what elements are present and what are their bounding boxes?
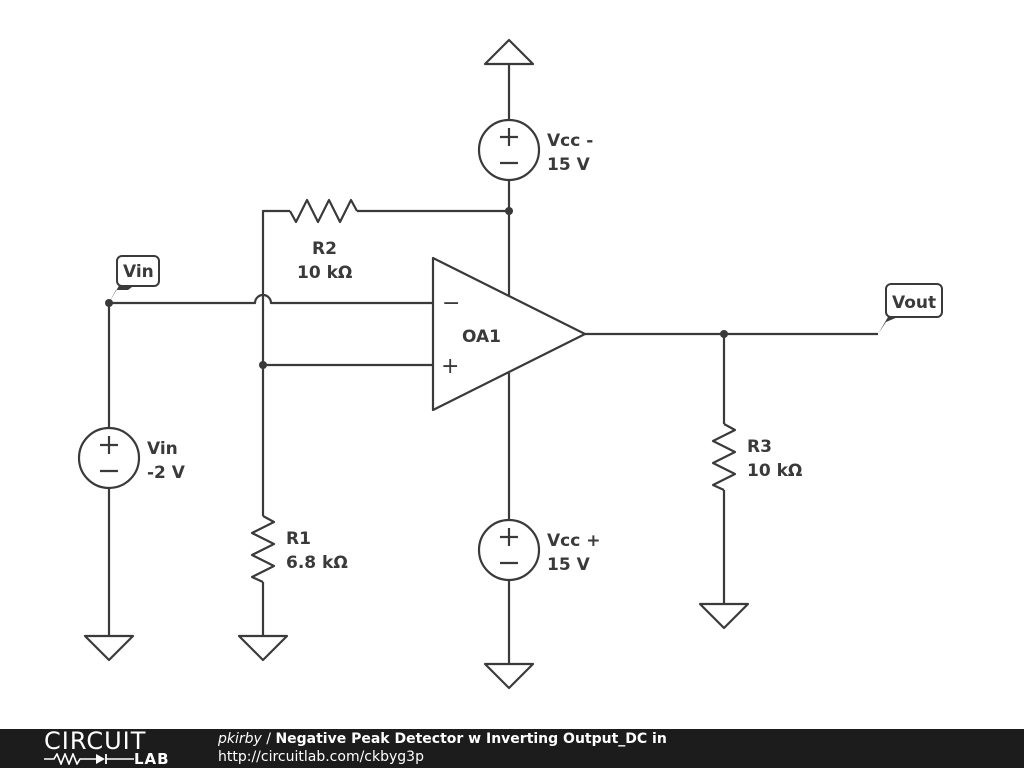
- opamp-plus-sign: +: [441, 354, 459, 379]
- ground-r1-symbol[interactable]: [237, 634, 289, 662]
- r3-name: R3: [747, 437, 772, 457]
- vcc-minus-value: 15 V: [547, 155, 591, 175]
- r3-value: 10 kΩ: [747, 461, 802, 481]
- ground-top-symbol[interactable]: [483, 38, 535, 66]
- junction-r2-vcc: [505, 207, 513, 215]
- logo-text-circuit: CIRCUIT: [44, 727, 147, 755]
- ground-vcc-plus-symbol[interactable]: [483, 662, 535, 690]
- vcc-minus-source[interactable]: [477, 118, 541, 182]
- footer-title-line: pkirby / Negative Peak Detector w Invert…: [218, 731, 667, 747]
- footer-separator: /: [261, 731, 276, 747]
- circuit-url-link[interactable]: http://circuitlab.com/ckbyg3p: [218, 749, 424, 765]
- opamp-name: OA1: [462, 327, 501, 347]
- author-link[interactable]: pkirby: [218, 731, 262, 747]
- vcc-plus-source[interactable]: [477, 518, 541, 582]
- resistor-diode-logo-icon: [44, 753, 134, 765]
- vin-source-name: Vin: [147, 439, 178, 459]
- vin-flag[interactable]: [109, 255, 160, 303]
- r3-resistor[interactable]: [711, 423, 737, 492]
- r2-resistor[interactable]: [289, 198, 358, 224]
- vout-flag-label: Vout: [892, 293, 936, 313]
- vin-flag-label: Vin: [123, 262, 154, 282]
- vcc-plus-name: Vcc +: [547, 531, 600, 551]
- footer-bar: CIRCUIT LAB pkirby / Negative Peak Detec…: [0, 727, 1024, 768]
- r1-value: 6.8 kΩ: [286, 553, 348, 573]
- r2-value: 10 kΩ: [297, 263, 352, 283]
- wires: [107, 64, 878, 664]
- ground-r3-symbol[interactable]: [698, 602, 750, 630]
- circuit-title: Negative Peak Detector w Inverting Outpu…: [275, 731, 667, 747]
- r2-name: R2: [312, 239, 337, 259]
- ground-vin-symbol[interactable]: [83, 634, 135, 662]
- vout-flag[interactable]: [878, 283, 943, 334]
- opamp-oa1[interactable]: [431, 256, 587, 412]
- junction-vout: [720, 330, 728, 338]
- vcc-plus-value: 15 V: [547, 555, 591, 575]
- opamp-minus-sign: −: [442, 291, 460, 316]
- r1-name: R1: [286, 529, 311, 549]
- r1-resistor[interactable]: [250, 515, 276, 584]
- circuitlab-logo[interactable]: CIRCUIT LAB: [44, 727, 184, 768]
- vcc-minus-name: Vcc -: [547, 131, 593, 151]
- vin-voltage-source[interactable]: [77, 426, 141, 490]
- junction-r1-r2: [259, 361, 267, 369]
- vin-source-value: -2 V: [147, 463, 186, 483]
- logo-text-lab: LAB: [134, 750, 170, 768]
- junction-dots: [105, 207, 728, 369]
